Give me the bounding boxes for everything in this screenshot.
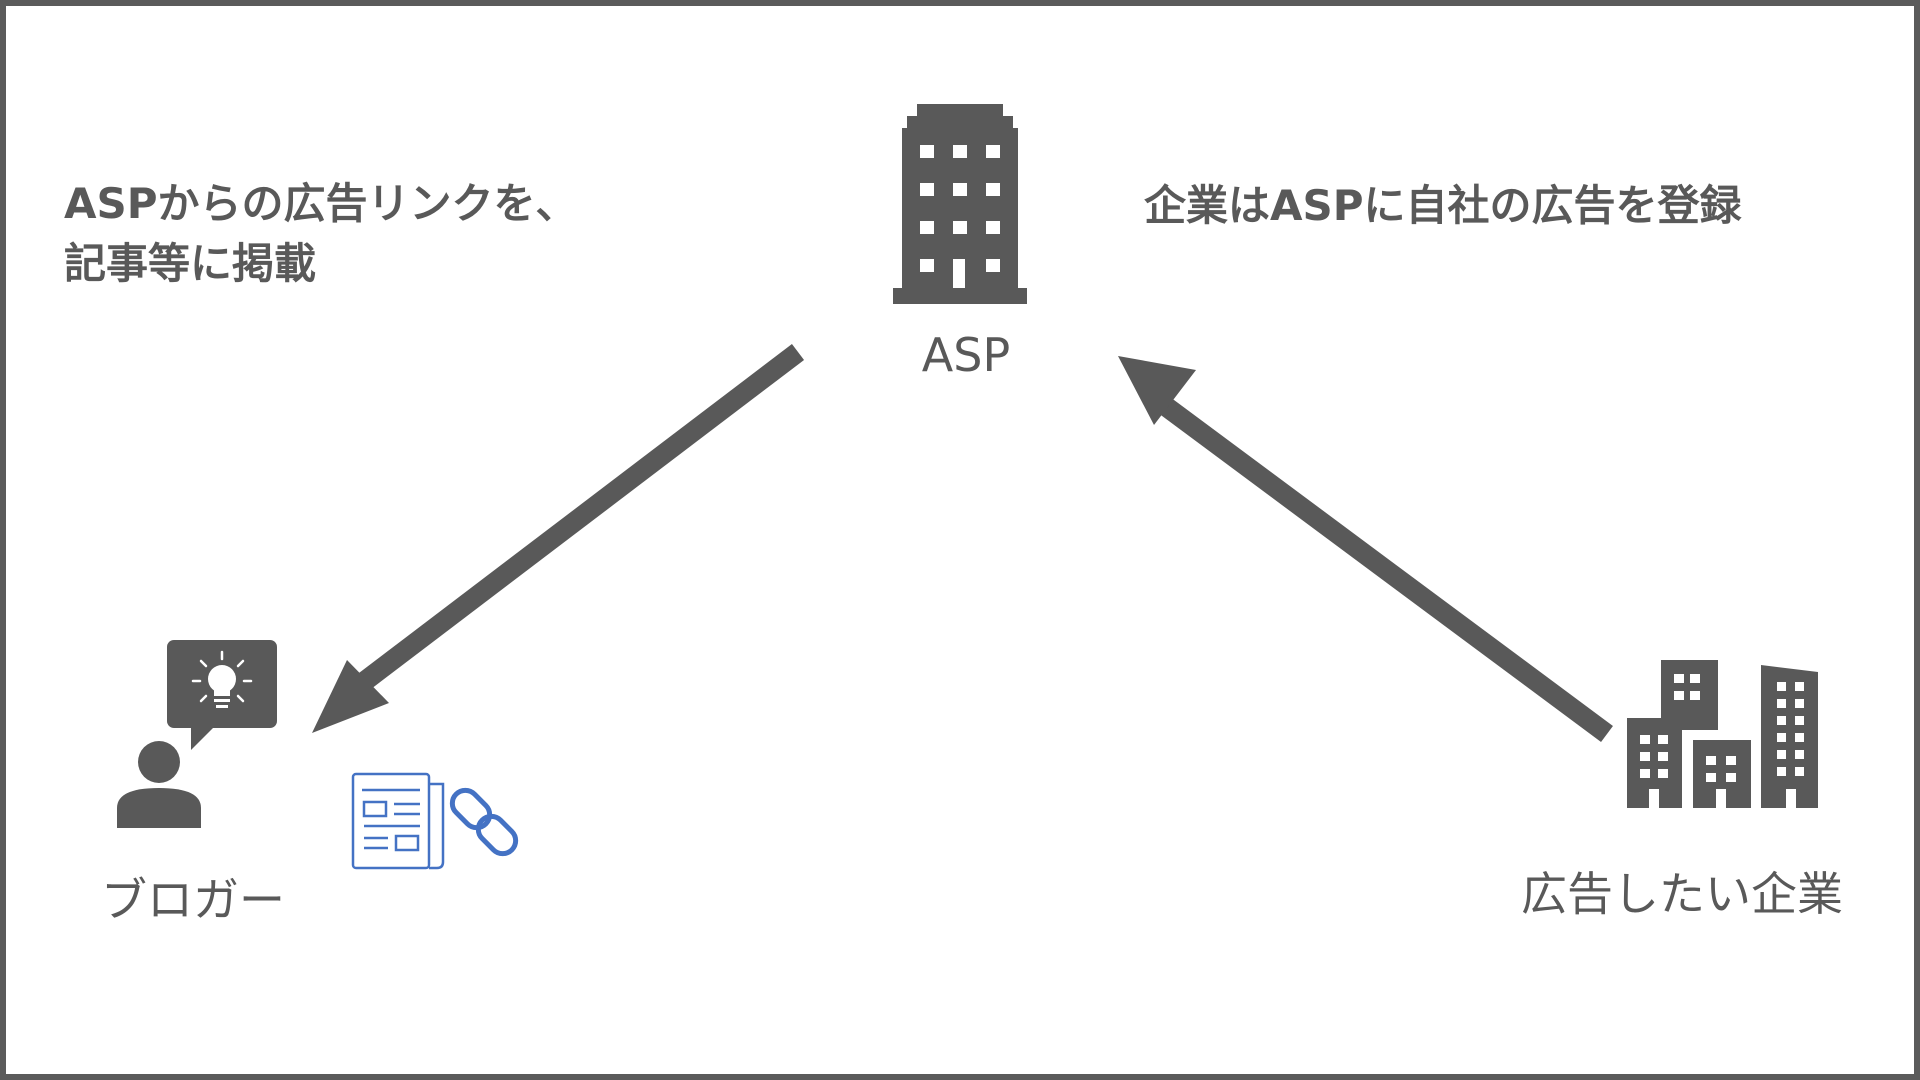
- company-buildings-icon: [1627, 660, 1818, 808]
- arrow-asp-to-blogger: [312, 344, 805, 733]
- newspaper-article-icon: [351, 772, 445, 870]
- diagram-graphics: [117, 104, 1818, 870]
- company-step-description: 企業はASPに自社の広告を登録: [1144, 181, 1742, 230]
- asp-building-icon: [893, 104, 1027, 304]
- arrow-company-to-asp: [1118, 356, 1613, 743]
- asp-label: ASP: [921, 328, 1011, 382]
- blogger-step-description: ASPからの広告リンクを、 記事等に掲載: [64, 174, 578, 294]
- chain-link-icon: [449, 787, 519, 857]
- idea-bubble-icon: [167, 640, 277, 750]
- person-icon: [117, 741, 201, 828]
- blogger-step-line2: 記事等に掲載: [64, 239, 317, 288]
- company-label: 広告したい企業: [1521, 867, 1843, 921]
- blogger-step-line1: ASPからの広告リンクを、: [64, 179, 578, 228]
- blogger-label: ブロガー: [101, 873, 285, 927]
